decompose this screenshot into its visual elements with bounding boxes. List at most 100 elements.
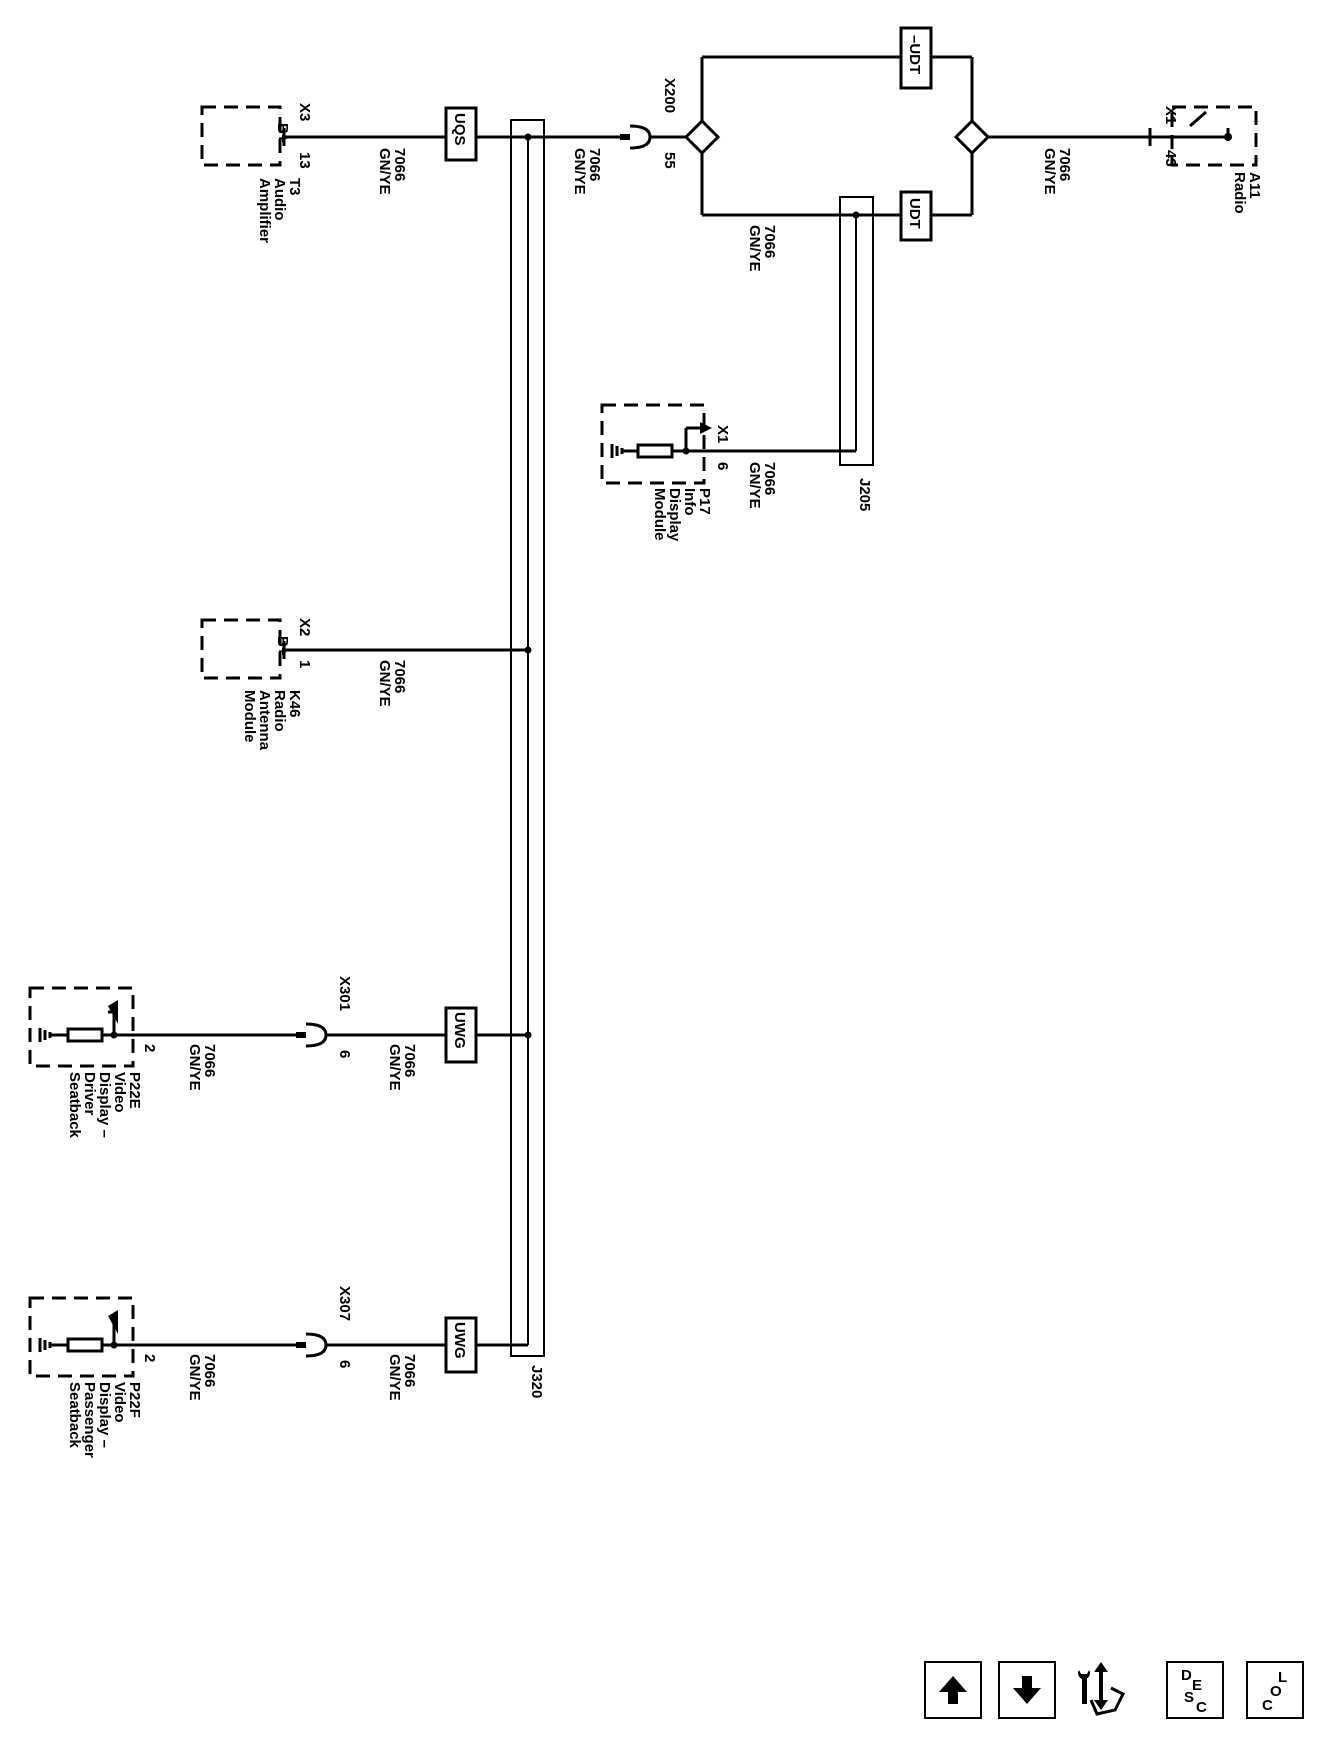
antenna-module-ref: K46 bbox=[286, 690, 303, 718]
svg-text:GN/YE: GN/YE bbox=[1041, 148, 1058, 195]
info-display-module-box bbox=[600, 403, 706, 485]
j320-label: J320 bbox=[528, 1365, 545, 1398]
info-display-name-2: Display bbox=[666, 488, 683, 542]
arrow-down-icon bbox=[1013, 1676, 1041, 1704]
video-display-driver-box bbox=[28, 986, 135, 1068]
audio-amplifier-pin-label: B+ bbox=[274, 123, 291, 143]
svg-text:GN/YE: GN/YE bbox=[386, 1354, 403, 1401]
desc-letter-e: E bbox=[1192, 1677, 1203, 1694]
driver-display-name-2: Display – bbox=[96, 1072, 113, 1138]
info-display-connector: X1 bbox=[714, 425, 731, 443]
svg-text:GN/YE: GN/YE bbox=[186, 1354, 203, 1401]
info-display-pin: 6 bbox=[714, 462, 731, 470]
svg-text:GN/YE: GN/YE bbox=[186, 1044, 203, 1091]
svg-text:7066: 7066 bbox=[1056, 148, 1073, 181]
loc-letter-l: L bbox=[1278, 1669, 1288, 1686]
j205-label: J205 bbox=[856, 478, 873, 511]
svg-text:7066: 7066 bbox=[761, 462, 778, 495]
svg-text:7066: 7066 bbox=[401, 1044, 418, 1077]
svg-text:7066: 7066 bbox=[201, 1354, 218, 1387]
wrench-arrows-icon bbox=[1078, 1662, 1126, 1716]
option-uwg-label-2: UWG bbox=[451, 1322, 468, 1359]
x200-label: X200 bbox=[661, 78, 678, 113]
radio-antenna-module-box bbox=[200, 618, 282, 680]
svg-text:GN/YE: GN/YE bbox=[386, 1044, 403, 1091]
driver-display-name-3: Driver bbox=[81, 1072, 98, 1116]
description-button[interactable]: D E S C bbox=[1166, 1661, 1224, 1719]
arrow-up-icon bbox=[939, 1676, 967, 1704]
option-uqs-box bbox=[444, 106, 478, 162]
option-udt-label: UDT bbox=[906, 198, 923, 229]
svg-text:GN/YE: GN/YE bbox=[571, 148, 588, 195]
location-button[interactable]: L O C bbox=[1246, 1661, 1304, 1719]
svg-text:GN/YE: GN/YE bbox=[746, 462, 763, 509]
x307-label: X307 bbox=[336, 1286, 353, 1321]
svg-text:GN/YE: GN/YE bbox=[746, 225, 763, 272]
j205-splice-pack bbox=[839, 196, 874, 466]
radio-pin: 43 bbox=[1162, 150, 1179, 167]
svg-text:7066: 7066 bbox=[391, 148, 408, 181]
resistor-icon bbox=[66, 1027, 104, 1043]
navigation-toolbar: D E S C L O C bbox=[920, 1655, 1320, 1727]
j320-splice-pack bbox=[510, 119, 545, 1357]
driver-display-name-1: Video bbox=[111, 1072, 128, 1113]
svg-text:GN/YE: GN/YE bbox=[376, 660, 393, 707]
x301-pin: 6 bbox=[336, 1050, 353, 1058]
x200-pin: 55 bbox=[661, 152, 678, 169]
info-display-name-1: Info bbox=[681, 488, 698, 516]
page-down-button[interactable] bbox=[998, 1661, 1056, 1719]
svg-text:GN/YE: GN/YE bbox=[376, 148, 393, 195]
desc-letter-s: S bbox=[1184, 1689, 1195, 1706]
passenger-display-name-1: Video bbox=[111, 1382, 128, 1423]
passenger-display-name-4: Seatback bbox=[66, 1382, 83, 1449]
antenna-module-connector: X2 bbox=[296, 618, 313, 636]
info-display-ref: P17 bbox=[696, 488, 713, 515]
audio-amplifier-box bbox=[200, 105, 282, 167]
desc-letter-c: C bbox=[1196, 1699, 1207, 1716]
option-uwg-label-1: UWG bbox=[451, 1012, 468, 1049]
radio-name: Radio bbox=[1231, 172, 1248, 214]
option-not-udt-label: –UDT bbox=[906, 35, 923, 74]
x200-connector-symbol bbox=[629, 124, 652, 150]
radio-ref: A11 bbox=[1246, 172, 1263, 199]
svg-text:7066: 7066 bbox=[201, 1044, 218, 1077]
antenna-module-name-1: Radio bbox=[271, 690, 288, 732]
resistor-icon bbox=[636, 443, 674, 459]
option-uqs-label: UQS bbox=[451, 113, 468, 146]
antenna-module-pin: 1 bbox=[296, 660, 313, 668]
antenna-module-name-3: Module bbox=[241, 690, 258, 743]
driver-display-pin: 2 bbox=[141, 1044, 158, 1052]
svg-text:7066: 7066 bbox=[391, 660, 408, 693]
radio-connector: X1 bbox=[1162, 106, 1179, 124]
resistor-icon bbox=[66, 1337, 104, 1353]
signal-arrow-icon bbox=[108, 1310, 118, 1334]
audio-amplifier-pin: 13 bbox=[296, 152, 313, 169]
audio-amplifier-connector: X3 bbox=[296, 103, 313, 121]
svg-text:7066: 7066 bbox=[761, 225, 778, 258]
passenger-display-name-3: Passenger bbox=[81, 1382, 98, 1458]
svg-text:7066: 7066 bbox=[586, 148, 603, 181]
loc-letter-c: C bbox=[1262, 1697, 1273, 1714]
radio-box bbox=[1170, 105, 1258, 167]
audio-amplifier-ref: T3 bbox=[286, 178, 303, 196]
x301-label: X301 bbox=[336, 976, 353, 1011]
component-locator-button[interactable] bbox=[1070, 1659, 1132, 1721]
signal-arrow-icon bbox=[108, 1000, 118, 1024]
driver-display-name-4: Seatback bbox=[66, 1072, 83, 1139]
audio-amplifier-name-1: Audio bbox=[271, 178, 288, 221]
video-display-passenger-box bbox=[28, 1296, 135, 1378]
audio-amplifier-name-2: Amplifier bbox=[256, 178, 273, 243]
x301-connector-symbol bbox=[305, 1022, 328, 1048]
page-up-button[interactable] bbox=[924, 1661, 982, 1719]
radio-switch-symbol bbox=[1189, 110, 1207, 128]
antenna-module-name-2: Antenna bbox=[256, 690, 273, 751]
passenger-display-pin: 2 bbox=[141, 1354, 158, 1362]
loc-letter-o: O bbox=[1270, 1683, 1282, 1700]
desc-letter-d: D bbox=[1181, 1667, 1192, 1684]
x307-connector-symbol bbox=[305, 1332, 328, 1358]
passenger-display-name-2: Display – bbox=[96, 1382, 113, 1448]
driver-display-ref: P22E bbox=[126, 1072, 143, 1109]
info-display-name-3: Module bbox=[651, 488, 668, 541]
option-split-left bbox=[683, 118, 721, 156]
